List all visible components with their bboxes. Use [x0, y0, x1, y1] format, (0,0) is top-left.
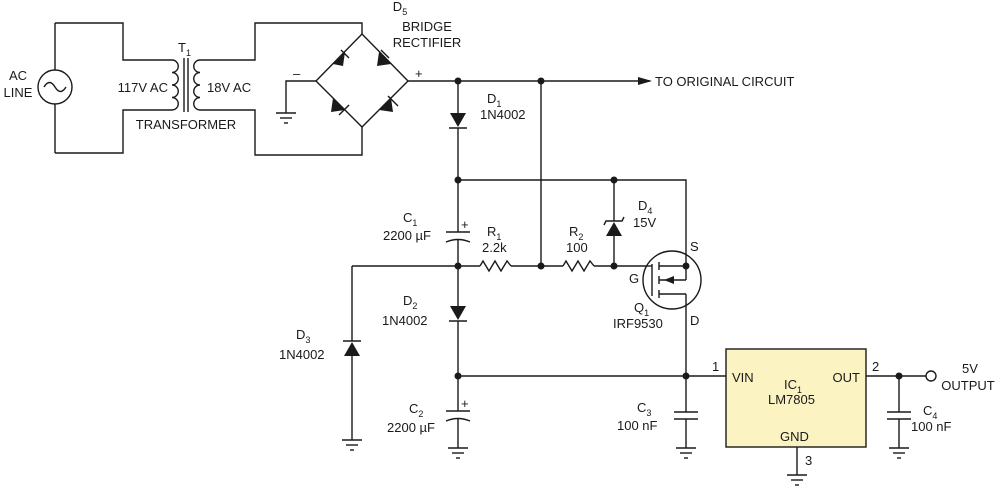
bridge-plus: + [415, 66, 423, 81]
ic1-part: LM7805 [768, 392, 815, 407]
diode-d1 [449, 113, 467, 129]
q1-part: IRF9530 [613, 316, 663, 331]
c3-ref: C3 [637, 400, 651, 418]
ground-symbol [276, 112, 296, 124]
capacitor-c3 [674, 411, 698, 420]
d5-ref: D5 [393, 0, 407, 17]
q1-ref: Q1 [634, 300, 649, 318]
resistor-r1 [479, 259, 512, 273]
ground-ic1 [787, 474, 807, 486]
bridge-label-2: RECTIFIER [393, 35, 462, 50]
d1-ref: D1 [487, 91, 501, 109]
c1-value: 2200 µF [383, 228, 431, 243]
d2-part: 1N4002 [382, 313, 428, 328]
transformer-t1 [171, 58, 201, 112]
ac-label: AC [9, 68, 27, 83]
ic1-gnd: GND [780, 429, 809, 444]
ground-c4 [889, 447, 909, 459]
bridge-rectifier-d5 [315, 32, 409, 128]
q1-pin-d: D [690, 313, 699, 328]
output-label: OUTPUT [941, 378, 995, 393]
c1-ref: C1 [403, 210, 417, 228]
ic1-out: OUT [833, 370, 861, 385]
regulator-ic1 [725, 348, 867, 448]
output-voltage: 5V [962, 361, 978, 376]
ic1-pin1: 1 [712, 359, 719, 374]
r1-value: 2.2k [482, 240, 507, 255]
q1-pin-s: S [690, 239, 699, 254]
r1-ref: R1 [487, 224, 501, 242]
diode-d3 [343, 340, 361, 356]
mosfet-q1 [642, 250, 702, 310]
t1-ref: T1 [178, 40, 191, 58]
bridge-minus: – [293, 66, 301, 81]
diode-d2 [449, 306, 467, 322]
d1-part: 1N4002 [480, 107, 526, 122]
secondary-voltage: 18V AC [207, 80, 251, 95]
d4-value: 15V [633, 215, 656, 230]
bridge-label-1: BRIDGE [402, 19, 452, 34]
c4-value: 100 nF [911, 419, 952, 434]
q1-pin-g: G [629, 271, 639, 286]
capacitor-c4 [887, 411, 911, 420]
primary-voltage: 117V AC [118, 80, 168, 95]
d3-ref: D3 [296, 327, 310, 345]
to-original-circuit: TO ORIGINAL CIRCUIT [655, 74, 794, 89]
resistor-r2 [562, 259, 595, 273]
d2-ref: D2 [403, 293, 417, 311]
ground-c2 [448, 447, 468, 459]
c2-ref: C2 [409, 401, 423, 419]
line-label: LINE [4, 85, 33, 100]
c2-plus: + [461, 396, 469, 411]
c2-value: 2200 µF [387, 420, 435, 435]
ic1-pin2: 2 [872, 359, 879, 374]
r2-value: 100 [566, 240, 588, 255]
d4-ref: D4 [638, 198, 652, 216]
transformer-label: TRANSFORMER [136, 117, 236, 132]
ic1-ref: IC1 [784, 377, 802, 395]
arrow-to-circuit [638, 77, 652, 85]
c4-ref: C4 [923, 403, 937, 421]
c3-value: 100 nF [617, 418, 658, 433]
ic1-pin3: 3 [805, 453, 812, 468]
output-terminal [925, 370, 937, 382]
capacitor-c2 [445, 410, 471, 422]
capacitor-c1 [445, 231, 471, 243]
r2-ref: R2 [569, 224, 583, 242]
d3-part: 1N4002 [279, 347, 325, 362]
ground-d3 [342, 439, 362, 451]
ac-source [37, 23, 73, 153]
zener-d4 [603, 216, 625, 236]
c1-plus: + [461, 217, 469, 232]
ground-c3 [676, 447, 696, 459]
ic1-vin: VIN [732, 370, 754, 385]
